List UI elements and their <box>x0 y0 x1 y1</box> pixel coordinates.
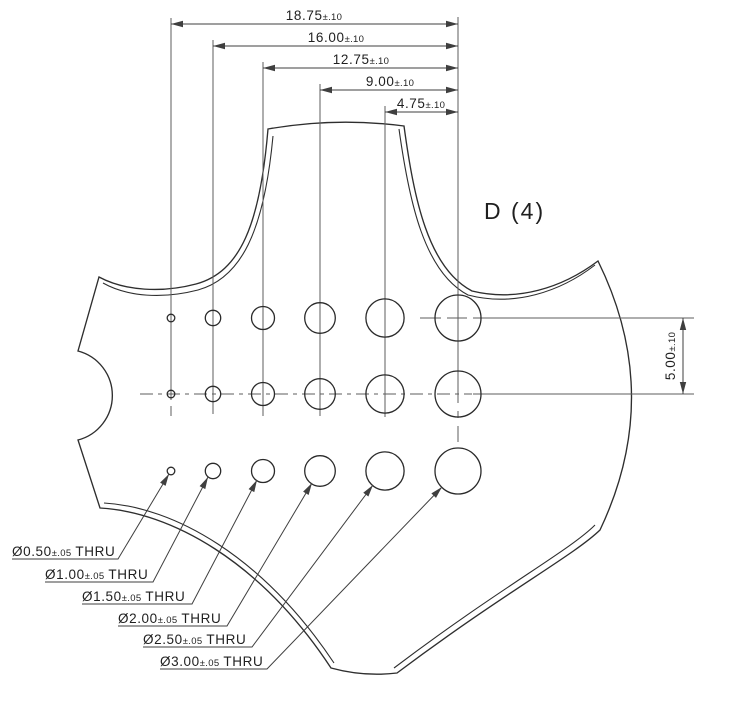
hole-circle <box>304 455 336 487</box>
horizontal-dimensions: 18.75±.10 16.00±.10 12.75±.10 9.00±.10 4… <box>171 8 458 116</box>
leader-line <box>82 479 258 605</box>
hole-circle <box>250 458 276 484</box>
dimension-text: 4.75±.10 <box>397 96 445 111</box>
hole-circle <box>166 389 176 399</box>
hole-circle <box>365 374 405 414</box>
dimension-text: 16.00±.10 <box>308 30 364 45</box>
hole-circle <box>434 294 482 342</box>
hole-circle <box>434 447 482 495</box>
leader-line <box>45 476 209 583</box>
leader-line <box>143 484 374 648</box>
hole-circle <box>204 309 222 327</box>
hole-circle <box>204 462 222 480</box>
leader-line <box>12 473 170 560</box>
hole-circle <box>365 451 405 491</box>
dimension-16-00: 16.00±.10 <box>213 30 458 50</box>
corner-scallop-offset-edge-top-right <box>398 128 596 300</box>
hole-circle <box>434 370 482 418</box>
dimension-12-75: 12.75±.10 <box>263 52 458 72</box>
part-view <box>77 121 633 675</box>
dimension-9-00: 9.00±.10 <box>320 74 458 94</box>
hole-circle <box>250 381 276 407</box>
hole-circle <box>166 313 176 323</box>
corner-scallop-offset-edge-bottom-left <box>103 502 335 664</box>
corner-scallop-offset-edge-bottom-right <box>393 524 596 669</box>
dimension-text: 9.00±.10 <box>366 74 414 89</box>
dimension-text: 18.75±.10 <box>286 8 342 23</box>
hole-circle <box>204 385 222 403</box>
dimension-text: 12.75±.10 <box>333 52 389 67</box>
leader-line <box>160 486 443 670</box>
corner-scallop-offset-edge-top-left <box>102 135 274 297</box>
hole-circle <box>250 305 276 331</box>
dimension-4-75: 4.75±.10 <box>385 96 458 116</box>
hole-circle <box>304 302 336 334</box>
hole-circle <box>304 378 336 410</box>
part-outline <box>77 121 633 675</box>
dimension-text: 5.00±.10 <box>663 332 678 380</box>
centerlines <box>140 17 694 442</box>
vertical-dimension: 5.00±.10 <box>663 318 687 394</box>
leader-line <box>118 482 313 627</box>
dimension-18-75: 18.75±.10 <box>171 8 458 28</box>
detail-label: D (4) <box>484 198 545 224</box>
hole-grid <box>166 294 482 495</box>
hole-circle <box>365 298 405 338</box>
hole-circle <box>166 466 176 476</box>
